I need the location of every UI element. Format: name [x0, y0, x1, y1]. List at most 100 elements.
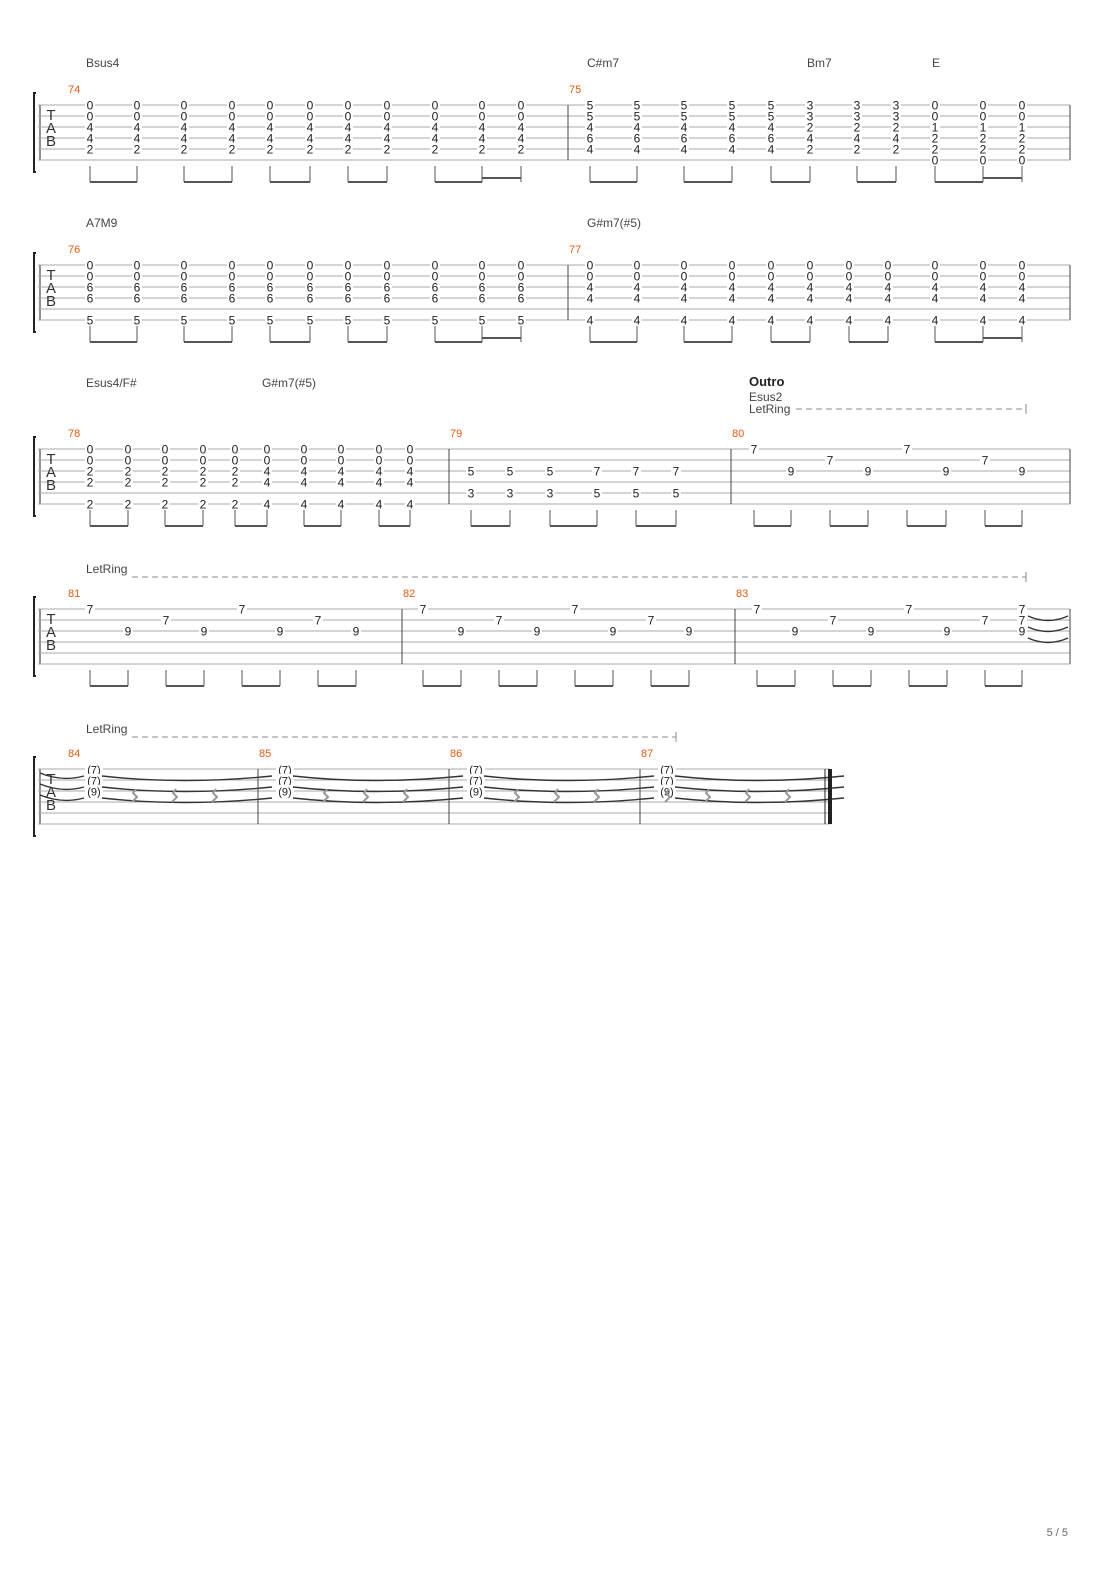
fret-number: 0	[229, 99, 236, 113]
tie-arc	[101, 775, 273, 782]
rest-symbol	[322, 788, 330, 803]
note-backdrop	[941, 465, 951, 477]
note-backdrop	[727, 281, 737, 293]
note-backdrop	[299, 465, 309, 477]
fret-number: 2	[980, 132, 987, 146]
note-backdrop	[749, 443, 759, 455]
note-backdrop	[679, 259, 689, 271]
note-backdrop	[632, 132, 642, 144]
fret-number: 0	[479, 270, 486, 284]
fret-number: 2	[200, 498, 207, 512]
rest-symbol	[553, 788, 561, 803]
note-backdrop	[930, 281, 940, 293]
fret-number: 4	[518, 132, 525, 146]
fret-number: 1	[932, 121, 939, 135]
note-backdrop	[786, 465, 796, 477]
fret-number: 4	[384, 121, 391, 135]
note-backdrop	[313, 614, 323, 626]
fret-number: 3	[507, 487, 514, 501]
tab-clef-letter: T	[46, 611, 55, 628]
tab-clef-letter: A	[46, 280, 56, 297]
note-backdrop	[805, 110, 815, 122]
tied-fret-number: (7)	[469, 776, 482, 788]
note-backdrop	[727, 132, 737, 144]
note-backdrop	[230, 476, 240, 488]
note-backdrop	[305, 281, 315, 293]
note-backdrop	[632, 270, 642, 282]
note-backdrop	[382, 292, 392, 304]
note-backdrop	[305, 99, 315, 111]
fret-number: 6	[181, 281, 188, 295]
fret-number: 4	[768, 121, 775, 135]
note-backdrop	[374, 443, 384, 455]
fret-number: 7	[904, 443, 911, 457]
note-backdrop	[516, 281, 526, 293]
fret-number: 0	[301, 443, 308, 457]
note-backdrop	[632, 121, 642, 133]
note-backdrop	[766, 281, 776, 293]
note-backdrop	[679, 132, 689, 144]
fret-number: 4	[384, 132, 391, 146]
fret-number: 2	[125, 465, 132, 479]
fret-number: 0	[264, 443, 271, 457]
note-backdrop	[227, 132, 237, 144]
fret-number: 9	[943, 465, 950, 479]
note-backdrop	[265, 281, 275, 293]
note-backdrop	[343, 132, 353, 144]
fret-number: 2	[893, 143, 900, 157]
fret-number: 2	[893, 121, 900, 135]
note-backdrop	[883, 270, 893, 282]
chord-name: C#m7	[587, 56, 619, 70]
note-backdrop	[305, 143, 315, 155]
fret-number: 4	[87, 132, 94, 146]
fret-number: 6	[729, 132, 736, 146]
note-backdrop	[276, 774, 294, 786]
fret-number: 4	[932, 281, 939, 295]
fret-number: 9	[1019, 465, 1026, 479]
note-backdrop	[631, 487, 641, 499]
fret-number: 3	[893, 99, 900, 113]
note-backdrop	[477, 99, 487, 111]
note-backdrop	[382, 270, 392, 282]
note-backdrop	[679, 292, 689, 304]
note-backdrop	[265, 143, 275, 155]
note-backdrop	[516, 99, 526, 111]
fret-number: 7	[496, 614, 503, 628]
fret-number: 6	[87, 292, 94, 306]
fret-number: 2	[87, 465, 94, 479]
note-backdrop	[679, 99, 689, 111]
fret-number: 2	[229, 143, 236, 157]
note-backdrop	[265, 132, 275, 144]
note-backdrop	[844, 259, 854, 271]
measure-number: 85	[259, 748, 271, 760]
fret-number: 6	[518, 281, 525, 295]
fret-number: 0	[807, 270, 814, 284]
note-backdrop	[727, 259, 737, 271]
note-backdrop	[516, 121, 526, 133]
fret-number: 0	[338, 443, 345, 457]
note-backdrop	[85, 270, 95, 282]
fret-number: 4	[1019, 314, 1026, 328]
note-backdrop	[405, 454, 415, 466]
note-backdrop	[179, 292, 189, 304]
note-backdrop	[85, 774, 103, 786]
fret-number: 0	[338, 454, 345, 468]
note-backdrop	[382, 121, 392, 133]
fret-number: 5	[729, 99, 736, 113]
tie-arc	[1027, 637, 1069, 644]
fret-number: 0	[932, 259, 939, 273]
fret-number: 0	[134, 99, 141, 113]
measure-number: 81	[68, 588, 80, 600]
fret-number: 4	[87, 121, 94, 135]
fret-number: 6	[307, 292, 314, 306]
fret-number: 0	[87, 443, 94, 457]
fret-number: 5	[634, 110, 641, 124]
fret-number: 0	[267, 270, 274, 284]
note-backdrop	[179, 143, 189, 155]
fret-number: 0	[307, 270, 314, 284]
fret-number: 0	[162, 443, 169, 457]
fret-number: 0	[846, 259, 853, 273]
fret-number: 6	[229, 292, 236, 306]
fret-number: 3	[547, 487, 554, 501]
note-backdrop	[198, 476, 208, 488]
